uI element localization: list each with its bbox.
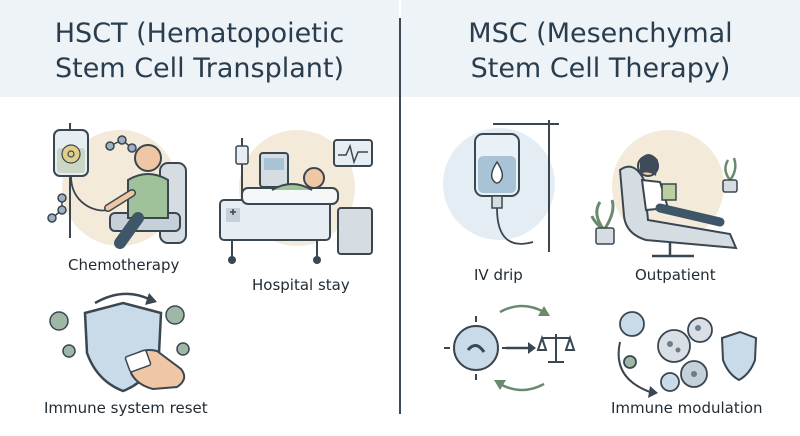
msc-title-line1: MSC (Mesenchymal — [468, 18, 733, 49]
hospital-stay-illustration — [219, 130, 373, 264]
immune-reset-illustration — [49, 292, 190, 393]
hsct-title-line1: HSCT (Hematopoietic — [54, 18, 345, 49]
biohazard-icon — [61, 144, 81, 164]
msc-title-line2: Stem Cell Therapy) — [470, 53, 731, 84]
immune-reset-caption: Immune system reset — [44, 399, 208, 417]
outpatient-illustration — [590, 130, 738, 258]
outpatient-caption: Outpatient — [635, 266, 716, 284]
virus-icon — [444, 316, 508, 380]
chemotherapy-caption: Chemotherapy — [68, 256, 180, 274]
hospital-stay-caption: Hospital stay — [252, 276, 350, 294]
immune-modulation-cells-illustration — [617, 311, 758, 398]
cell-icon — [619, 311, 713, 392]
iv-bag-icon — [474, 133, 520, 197]
hospital-bed-icon — [219, 187, 339, 264]
msc-header: MSC (Mesenchymal Stem Cell Therapy) — [401, 0, 800, 97]
shield-icon — [720, 330, 758, 382]
scale-icon — [536, 334, 576, 363]
iv-drip-illustration — [443, 120, 559, 252]
plant-icon — [590, 157, 738, 245]
hsct-header: HSCT (Hematopoietic Stem Cell Transplant… — [0, 0, 399, 97]
recliner-chair-icon — [618, 165, 738, 258]
virus-icon — [49, 305, 190, 358]
iv-drip-caption: IV drip — [474, 266, 523, 284]
heart-monitor-icon — [333, 139, 373, 167]
immune-modulation-caption: Immune modulation — [611, 399, 763, 417]
hsct-title-line2: Stem Cell Transplant) — [54, 53, 345, 84]
chemotherapy-illustration — [47, 123, 187, 249]
cycle-arrows-icon — [499, 304, 545, 392]
immune-modulation-cycle-illustration — [444, 304, 576, 392]
water-drop-icon — [490, 160, 504, 184]
panel-divider — [399, 18, 401, 414]
